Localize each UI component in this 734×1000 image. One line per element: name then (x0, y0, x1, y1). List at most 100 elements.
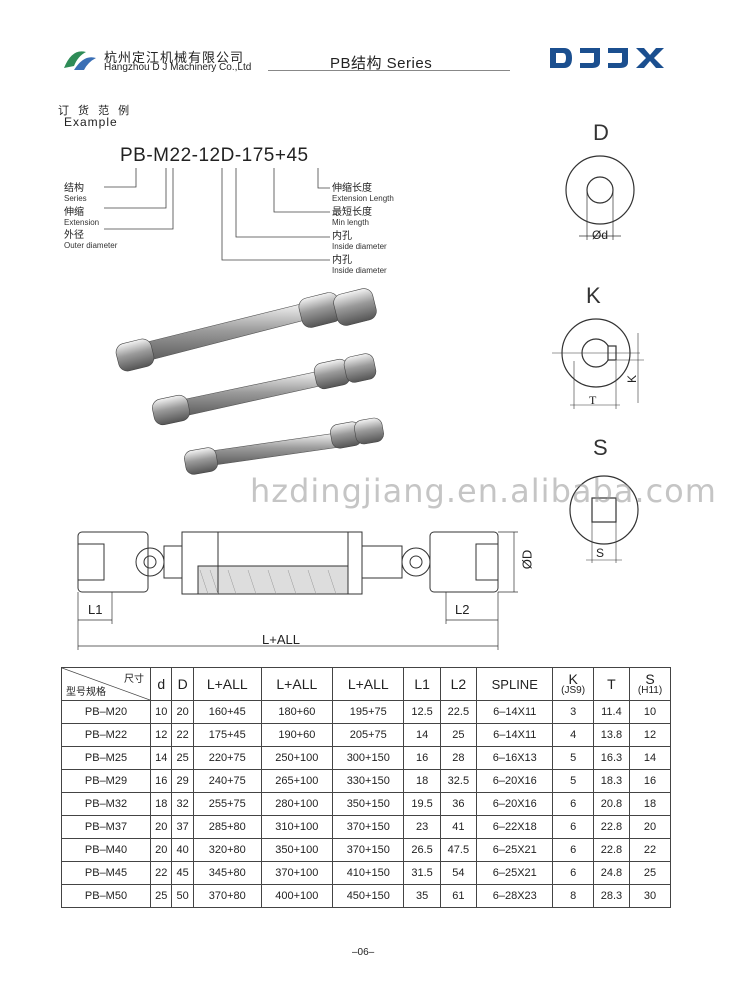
bore-k-diagram (552, 318, 644, 409)
label-series: 结构 Series (64, 183, 87, 203)
drawing-label-l1: L1 (88, 602, 103, 617)
drawing-label-l2: L2 (455, 602, 470, 617)
cell: 205+75 (332, 723, 405, 747)
bore-s-dimension: S (596, 546, 605, 560)
cell: 10 (149, 700, 173, 724)
header-underline (268, 70, 510, 71)
label-outer-diameter-cn: 外径 (64, 230, 84, 241)
col-header-lall-3: L+ALL (332, 667, 405, 701)
cell: 50 (171, 884, 194, 908)
cell: 12.5 (403, 700, 441, 724)
cell: 16 (629, 769, 671, 793)
example-code: PB-M22-12D-175+45 (120, 145, 309, 166)
cell: 41 (439, 815, 478, 839)
cell: 16.3 (592, 746, 631, 770)
bore-s-diagram (569, 475, 639, 563)
cell: 31.5 (403, 861, 441, 885)
cell: 20 (149, 815, 173, 839)
col-header-k-sub: (JS9) (561, 684, 586, 696)
cell: 26.5 (403, 838, 441, 862)
label-extension-length-en: Extension Length (332, 194, 394, 203)
cell: 5 (552, 769, 594, 793)
cell: 6 (552, 838, 594, 862)
cell: 13.8 (592, 723, 631, 747)
cell: 18 (149, 792, 173, 816)
cell: 6–25X21 (476, 861, 554, 885)
label-series-cn: 结构 (64, 183, 84, 194)
col-header-s-main: S (645, 670, 655, 687)
cell: 16 (403, 746, 441, 770)
label-min-length: 最短长度 Min length (332, 207, 372, 227)
product-photo (115, 288, 384, 475)
label-inside-diameter-2: 内孔 Inside diameter (332, 255, 387, 275)
brand-logo (550, 48, 664, 68)
label-outer-diameter: 外径 Outer diameter (64, 230, 117, 250)
cell: PB–M37 (61, 815, 151, 839)
label-series-en: Series (64, 194, 87, 203)
cell: 300+150 (332, 746, 405, 770)
cell: 220+75 (192, 746, 262, 770)
cell: 250+100 (260, 746, 334, 770)
cell: 310+100 (260, 815, 334, 839)
cell: 20.8 (592, 792, 631, 816)
col-header-d: d (149, 667, 173, 701)
label-inside-diameter-2-cn: 内孔 (332, 255, 352, 266)
cell: 285+80 (192, 815, 262, 839)
cell: 195+75 (332, 700, 405, 724)
cell: 37 (171, 815, 194, 839)
cell: 350+100 (260, 838, 334, 862)
bore-d-diagram (565, 155, 635, 240)
spec-table: 尺寸 型号规格 d D L+ALL L+ALL L+ALL L1 L2 SPLI… (61, 667, 671, 908)
shaft-1 (115, 288, 377, 372)
cell: 20 (629, 815, 671, 839)
cell: 180+60 (260, 700, 334, 724)
cell: 32 (171, 792, 194, 816)
cell: 5 (552, 746, 594, 770)
shaft-3 (184, 417, 384, 475)
cell: 6–14X11 (476, 723, 554, 747)
cell: 190+60 (260, 723, 334, 747)
cell: PB–M22 (61, 723, 151, 747)
cell: 40 (171, 838, 194, 862)
cell: 450+150 (332, 884, 405, 908)
cell: 28.3 (592, 884, 631, 908)
cell: 22.5 (439, 700, 478, 724)
col-header-k-main: K (568, 670, 578, 687)
corner-label-model: 型号规格 (66, 687, 106, 698)
cell: 18 (629, 792, 671, 816)
cell: PB–M32 (61, 792, 151, 816)
cell: 370+150 (332, 838, 405, 862)
cell: 320+80 (192, 838, 262, 862)
drawing-label-lall: L+ALL (262, 632, 300, 647)
cell: 6–14X11 (476, 700, 554, 724)
cell: PB–M45 (61, 861, 151, 885)
cell: 36 (439, 792, 478, 816)
cell: PB–M50 (61, 884, 151, 908)
label-inside-diameter-2-en: Inside diameter (332, 266, 387, 275)
cell: 24.8 (592, 861, 631, 885)
label-inside-diameter-1-en: Inside diameter (332, 242, 387, 251)
cell: 280+100 (260, 792, 334, 816)
cell: PB–M29 (61, 769, 151, 793)
example-leader-lines (104, 168, 330, 261)
cell: 6 (552, 861, 594, 885)
company-name-cn: 杭州定江机械有限公司 (104, 50, 245, 65)
cell: 22 (149, 861, 173, 885)
cell: 370+150 (332, 815, 405, 839)
bore-d-dimension: Ød (592, 228, 609, 242)
cell: 25 (629, 861, 671, 885)
cell: 29 (171, 769, 194, 793)
cell: 25 (439, 723, 478, 747)
cell: 11.4 (592, 700, 631, 724)
col-header-D: D (171, 667, 194, 701)
cell: 45 (171, 861, 194, 885)
cell: 370+80 (192, 884, 262, 908)
col-header-s-sub: (H11) (637, 684, 663, 696)
cell: 265+100 (260, 769, 334, 793)
